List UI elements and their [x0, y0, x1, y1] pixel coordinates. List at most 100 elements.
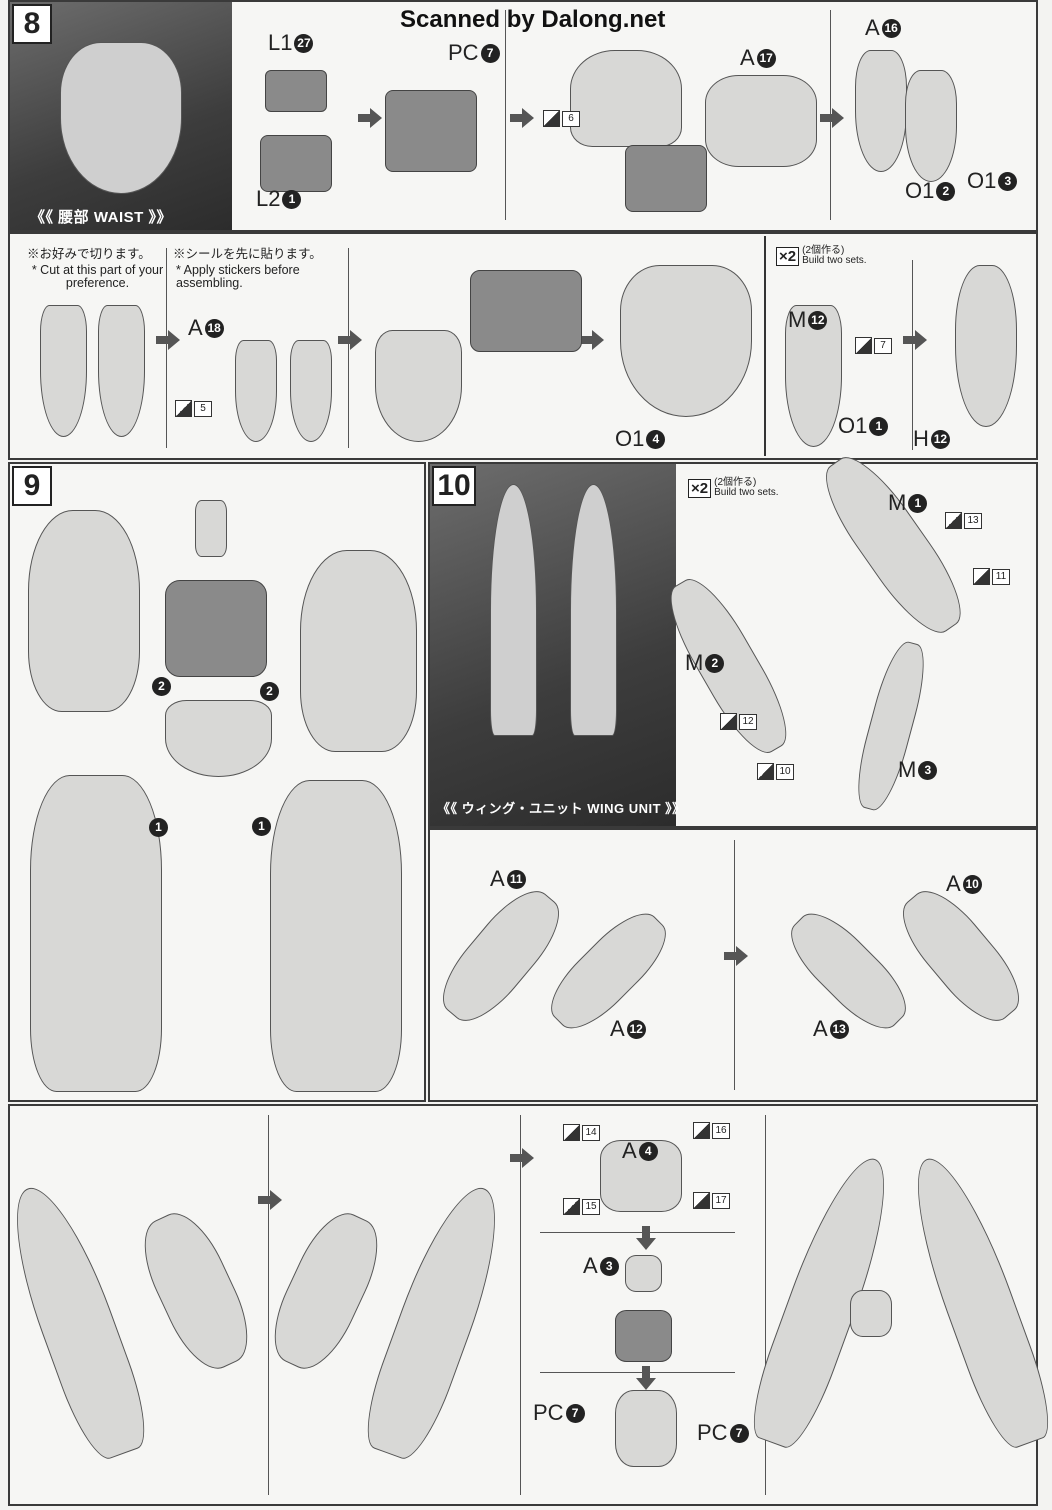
part-runner: M: [898, 757, 917, 782]
part-number: 1: [908, 493, 928, 513]
step-arrow: [724, 946, 748, 966]
part-number: 7: [565, 1403, 585, 1423]
sticker-callout: 12: [720, 713, 757, 730]
step-arrow: [258, 1190, 282, 1210]
step-number-9: 9: [12, 466, 52, 506]
sticker-number: 16: [712, 1122, 730, 1139]
part-number: 3: [599, 1256, 619, 1276]
skirt-illustration: [98, 305, 145, 437]
part-runner: O1: [967, 168, 997, 193]
skirt-illustration: [290, 340, 332, 442]
part-number: 13: [829, 1019, 849, 1039]
cut-note-jp: ※お好みで切ります。: [27, 247, 151, 261]
step-callout: 2: [152, 677, 171, 696]
waist-illustration: [470, 270, 582, 352]
part-number: 4: [638, 1141, 658, 1161]
right-leg-illustration: [270, 780, 402, 1092]
divider: [520, 1115, 521, 1495]
build-two-sets-badge: ×2 (2個作る)Build two sets.: [688, 478, 779, 498]
step-number-10: 10: [432, 466, 476, 506]
part-number: 3: [998, 171, 1018, 191]
sticker-number: 15: [582, 1198, 600, 1215]
wing-unit-reference-image: [430, 464, 676, 826]
step-arrow: [636, 1366, 656, 1390]
waist-caption: 《《 腰部 WAIST 》》: [30, 209, 173, 226]
part-runner: PC: [448, 40, 479, 65]
build-jp: (2個作る): [802, 245, 845, 256]
sticker-icon: [855, 337, 872, 354]
step-arrow: [358, 108, 382, 128]
waist-illustration: [165, 700, 272, 777]
step-callout: 1: [149, 818, 168, 837]
part-runner: PC: [697, 1420, 728, 1445]
part-runner: A: [622, 1138, 637, 1163]
sticker-icon: [563, 1124, 580, 1141]
sticker-callout: 14: [563, 1124, 600, 1141]
sticker-icon: [720, 713, 737, 730]
step-arrow: [636, 1226, 656, 1250]
part-illustration: [705, 75, 817, 167]
sticker-number: 17: [712, 1192, 730, 1209]
skirt-illustration: [40, 305, 87, 437]
sticker-number: 7: [874, 337, 892, 354]
build-en: Build two sets.: [802, 255, 867, 266]
waist-armor-illustration: [60, 42, 182, 194]
sticker-icon: [693, 1122, 710, 1139]
sticker-callout: 16: [693, 1122, 730, 1139]
part-number: 27: [294, 33, 314, 53]
part-number: 7: [480, 43, 500, 63]
sticker-icon: [175, 400, 192, 417]
part-runner: A: [583, 1253, 598, 1278]
divider: [166, 248, 167, 448]
part-number: 12: [930, 429, 950, 449]
step-arrow: [580, 330, 604, 350]
sticker-number: 13: [964, 512, 982, 529]
part-runner: A: [865, 15, 880, 40]
sticker-icon: [757, 763, 774, 780]
part-number: 2: [705, 653, 725, 673]
sticker-callout: 5: [175, 400, 212, 417]
sticker-callout: 10: [757, 763, 794, 780]
part-runner: L1: [268, 30, 293, 55]
divider: [540, 1372, 735, 1373]
part-runner: A: [813, 1016, 828, 1041]
step-callout: 1: [252, 817, 271, 836]
build-two-sets-badge: ×2 (2個作る)Build two sets.: [776, 246, 867, 266]
sticker-number: 12: [739, 713, 757, 730]
watermark: Scanned by Dalong.net: [400, 6, 666, 33]
part-runner: A: [740, 45, 755, 70]
divider: [268, 1115, 269, 1495]
multiplier: ×2: [688, 478, 712, 498]
build-jp: (2個作る): [714, 477, 757, 488]
part-illustration: [625, 145, 707, 212]
part-runner: PC: [533, 1400, 564, 1425]
left-leg-illustration: [30, 775, 162, 1092]
left-arm-illustration: [28, 510, 140, 712]
part-runner: M: [888, 490, 907, 515]
part-number: 3: [918, 760, 938, 780]
part-illustration: [385, 90, 477, 172]
skirt-illustration: [375, 330, 462, 442]
waist-illustration: [620, 265, 752, 417]
part-number: 2: [936, 181, 956, 201]
part-runner: A: [490, 866, 505, 891]
part-number: 12: [808, 310, 828, 330]
sticker-callout: 13: [945, 512, 982, 529]
sticker-callout: 17: [693, 1192, 730, 1209]
part-illustration: [570, 50, 682, 147]
part-number: 11: [506, 869, 526, 889]
